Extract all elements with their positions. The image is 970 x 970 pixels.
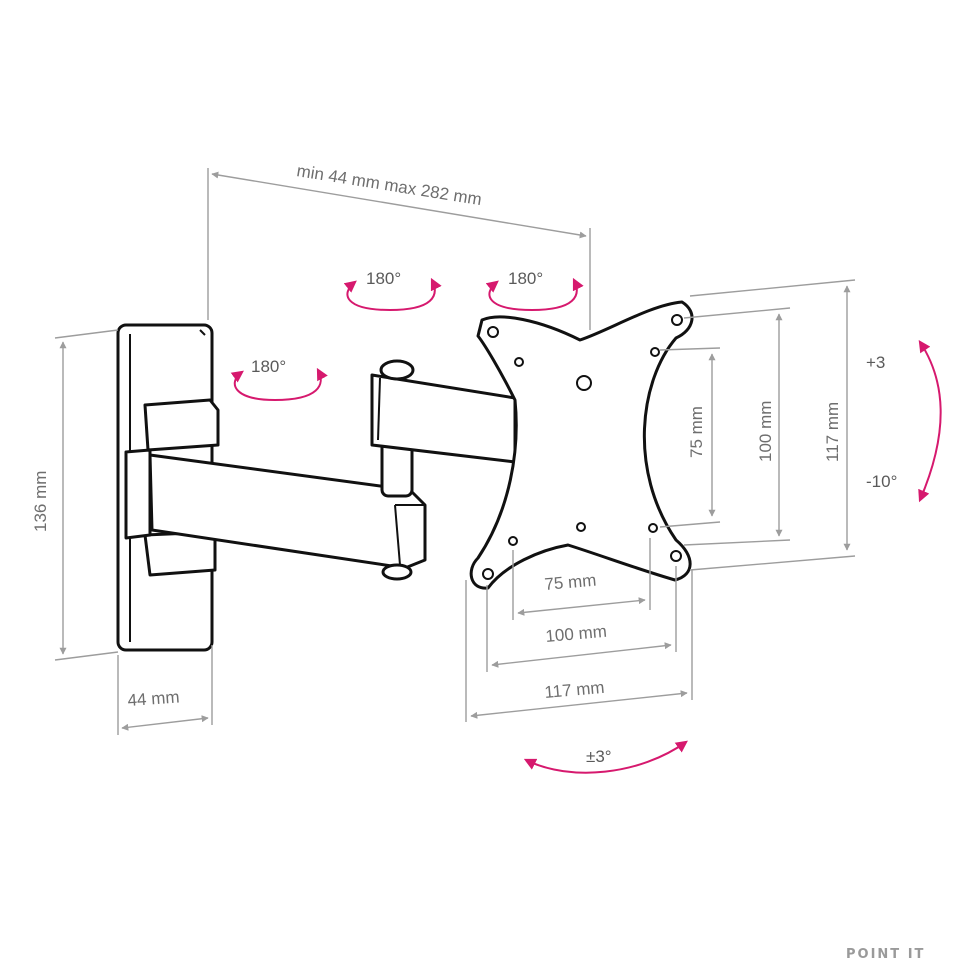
vesa-horizontal-75-label: 75 mm [544,571,597,594]
vesa-vertical-75-label: 75 mm [687,406,706,458]
head-joint-rotation-label: 180° [508,269,543,288]
wall-joint-rotation-label: 180° [251,357,286,376]
middle-joint-rotation-label: 180° [366,269,401,288]
vesa-horizontal-117-label: 117 mm [544,678,606,702]
vesa-horizontal-100-label: 100 mm [545,622,608,646]
vesa-vertical-100-label: 100 mm [756,401,775,462]
tilt-rotation: +3 -10° [866,339,942,503]
wall-plate-height-label: 136 mm [31,471,50,532]
upper-arm [370,359,517,464]
arm-pivot [380,438,414,581]
vesa-plate [469,300,694,590]
wall-plate-height-dimension: 136 mm [31,329,119,661]
head-joint-rotation: 180° [485,269,584,312]
tilt-down-label: -10° [866,472,897,491]
swivel-rotation: ±3° [523,740,688,774]
swivel-label: ±3° [586,747,612,766]
vesa-vertical-117-label: 117 mm [823,402,842,462]
brand-watermark: POINT IT [846,947,925,962]
wall-bracket-block [124,398,220,577]
vesa-vertical-dimensions: 75 mm 100 mm 117 mm [659,279,856,571]
tilt-up-label: +3 [866,353,885,372]
wall-plate-depth-dimension: 44 mm [117,645,213,735]
arm-extension-dimension: min 44 mm max 282 mm [207,161,591,330]
wall-plate-depth-label: 44 mm [127,687,180,710]
middle-joint-rotation: 180° [343,269,442,312]
arm-extension-label: min 44 mm max 282 mm [295,161,483,209]
wall-joint-rotation: 180° [230,357,328,402]
